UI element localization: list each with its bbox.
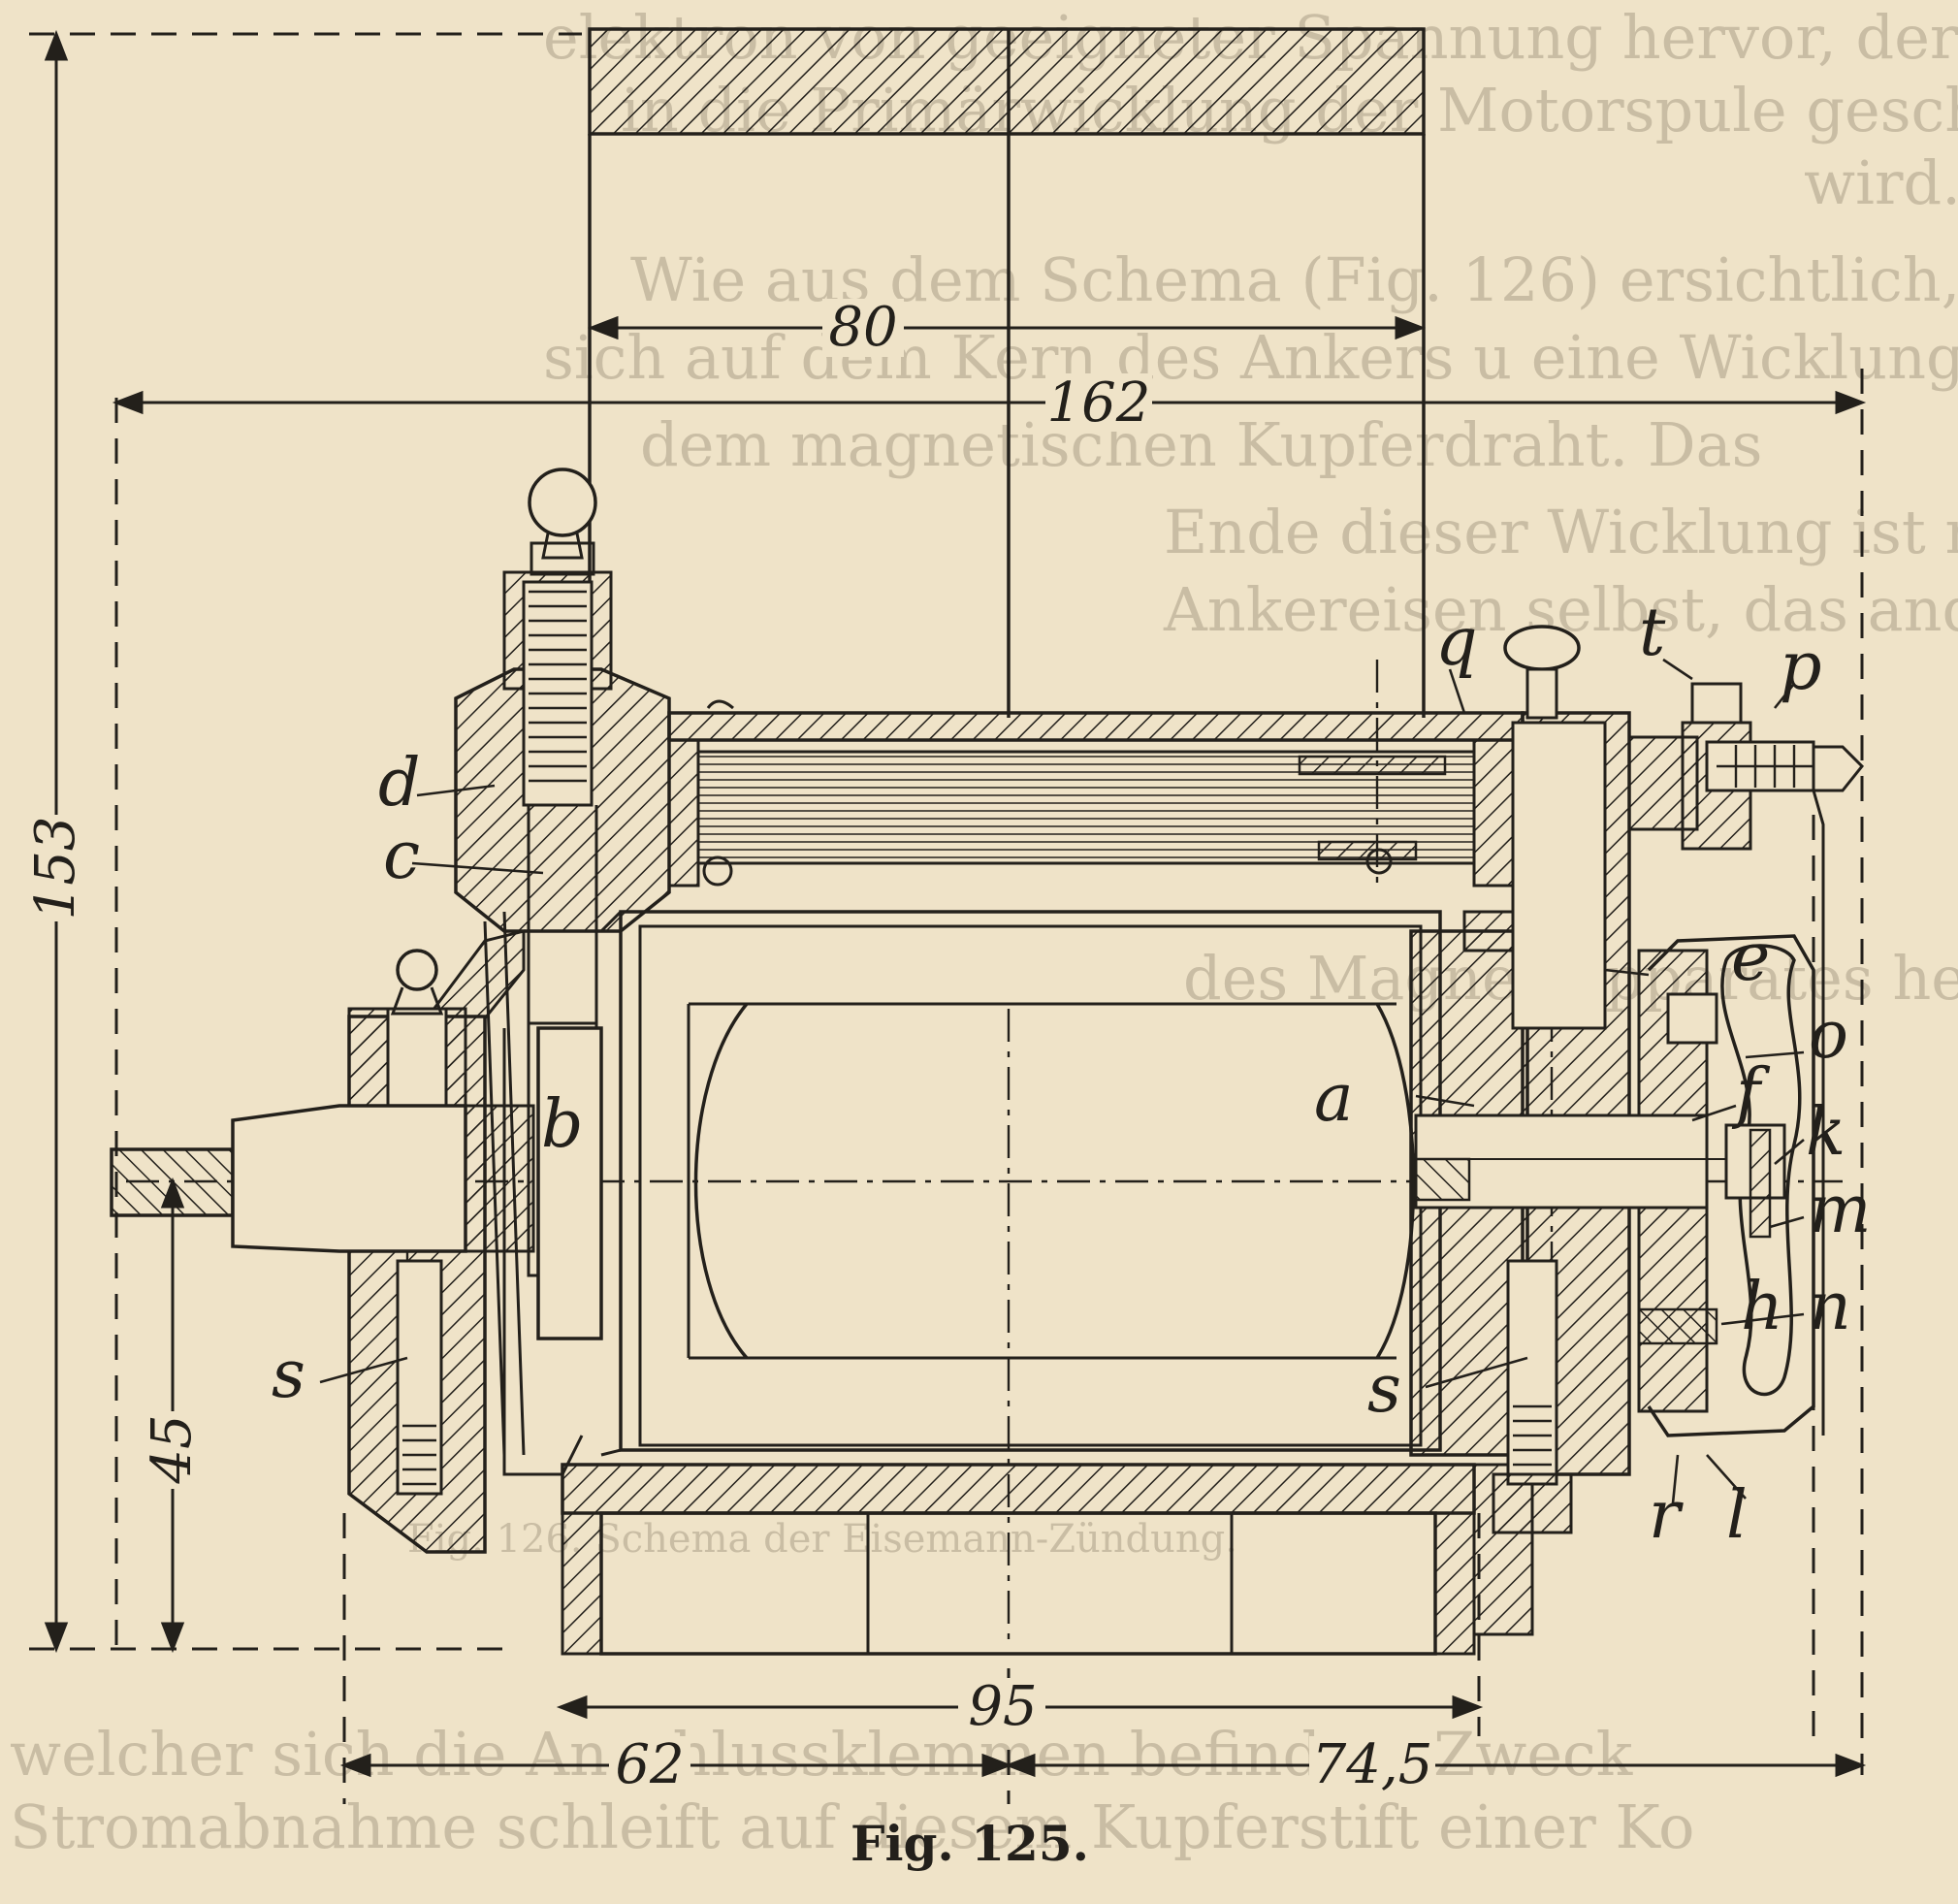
leader-lines (319, 658, 1805, 1504)
ghost-line-12: Stromabnahme schleift auf diesem Kupfers… (10, 1791, 1694, 1862)
label-e: e (1731, 920, 1770, 996)
label-q: q (1435, 604, 1478, 681)
dim-153: 153 (24, 817, 87, 920)
label-m: m (1809, 1172, 1871, 1248)
housing-top (667, 699, 1525, 887)
label-s-left: s (272, 1337, 305, 1413)
label-n: n (1809, 1269, 1851, 1345)
collector-brush-q (1511, 721, 1607, 1030)
label-p: p (1780, 629, 1822, 705)
label-t: t (1639, 595, 1666, 671)
adjust-screw-t (1690, 682, 1743, 725)
dimension-labels: 80 162 153 45 95 62 74,5 (24, 296, 1435, 1796)
label-d: d (378, 745, 421, 822)
label-f: f (1731, 1055, 1771, 1132)
right-end-shield (1409, 625, 1865, 1534)
part-labels: d c b s a s q t p e o f k m h n r l (272, 595, 1871, 1554)
label-s-right: s (1367, 1351, 1401, 1428)
dim-162: 162 (1047, 371, 1151, 435)
housing-bottom (561, 1463, 1534, 1656)
left-end-shield (110, 468, 671, 1554)
ghost-line-3: wird. (1804, 147, 1958, 218)
dim-80: 80 (828, 296, 897, 359)
ghost-line-10: Fig. 126. Schema der Eisemann-Zündung. (407, 1517, 1237, 1562)
label-a: a (1314, 1060, 1354, 1137)
figure-caption: Fig. 125. (851, 1815, 1089, 1872)
dim-45: 45 (141, 1414, 204, 1484)
bleed-through-text: elektron von geeigneter Spannung hervor,… (10, 2, 1958, 1862)
screw-h (1637, 1307, 1718, 1345)
label-k: k (1806, 1094, 1846, 1171)
label-r: r (1649, 1477, 1684, 1554)
label-c: c (383, 818, 420, 894)
label-b: b (541, 1086, 584, 1163)
label-h: h (1741, 1269, 1783, 1345)
dim-95: 95 (968, 1675, 1037, 1738)
dim-62: 62 (615, 1733, 684, 1796)
ghost-line-5: sich auf dem Kern des Ankers u eine Wick… (543, 322, 1958, 393)
ghost-line-6: dem magnetischen Kupferdraht. Das (640, 409, 1762, 480)
horseshoe-magnet (588, 27, 1426, 718)
label-o: o (1809, 997, 1848, 1074)
ghost-line-7: Ende dieser Wicklung ist mit de (1164, 497, 1958, 567)
label-l: l (1726, 1477, 1748, 1554)
dim-74-5: 74,5 (1312, 1733, 1433, 1796)
